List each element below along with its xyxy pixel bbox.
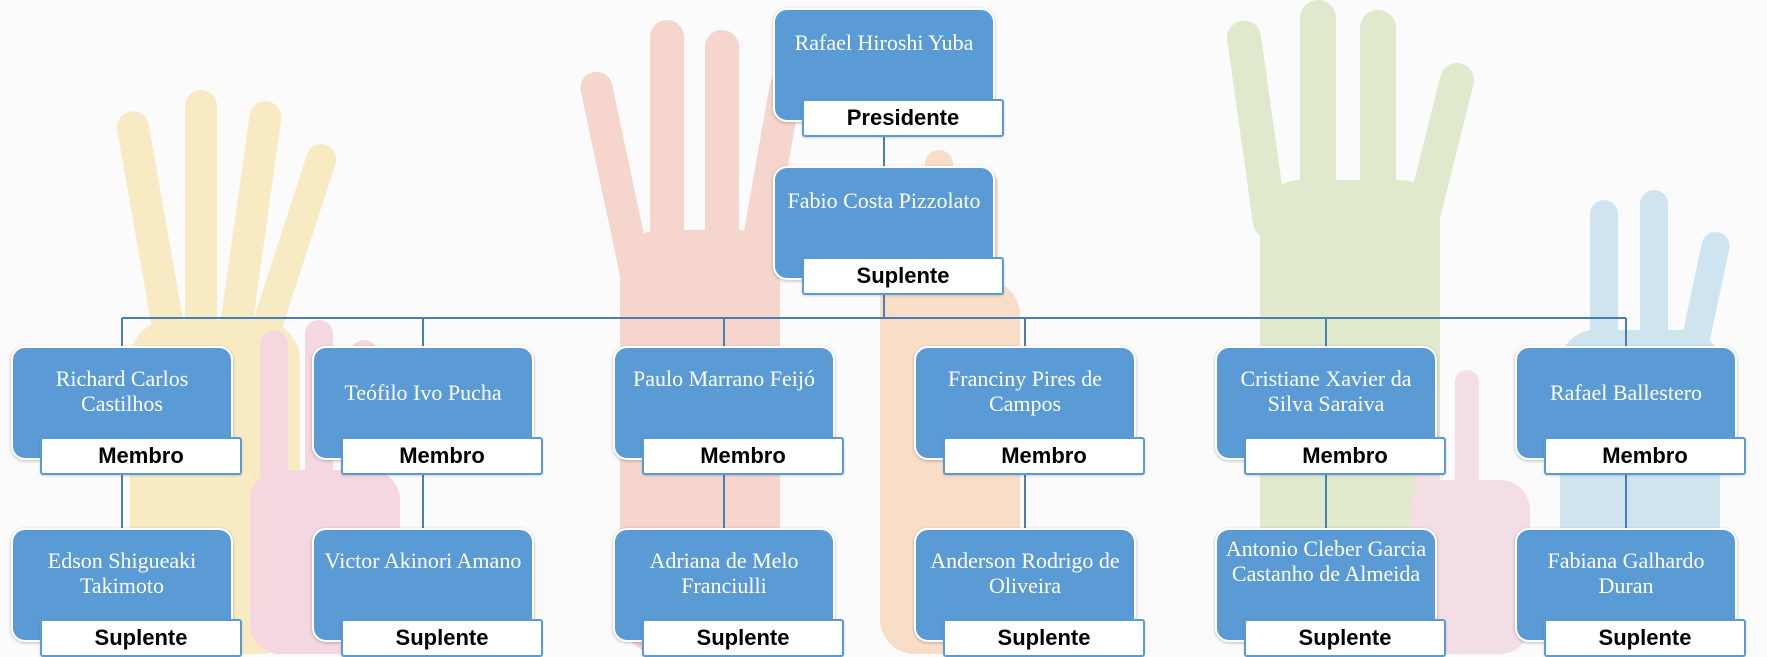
role-label: Suplente [943,619,1145,657]
role-label: Membro [40,437,242,475]
role-label: Suplente [1244,619,1446,657]
role-label: Suplente [40,619,242,657]
person-name: Adriana de Melo Franciulli [649,548,799,598]
person-name: Paulo Marrano Feijó [632,366,816,391]
role-label: Suplente [642,619,844,657]
person-name: Victor Akinori Amano [324,548,522,573]
person-name: Cristiane Xavier da Silva Saraiva [1240,366,1412,416]
person-name: Fabiana Galhardo Duran [1547,548,1705,598]
role-label: Suplente [1544,619,1746,657]
person-name: Rafael Ballestero [1549,380,1703,405]
role-label: Membro [642,437,844,475]
role-label: Suplente [341,619,543,657]
person-name: Edson Shigueaki Takimoto [47,548,197,598]
person-name: Anderson Rodrigo de Oliveira [930,548,1120,598]
person-name: Fabio Costa Pizzolato [787,188,981,213]
person-name: Rafael Hiroshi Yuba [794,30,974,55]
role-label: Suplente [802,257,1004,295]
person-name: Franciny Pires de Campos [948,366,1102,416]
role-label: Membro [1244,437,1446,475]
role-label: Membro [341,437,543,475]
role-label: Presidente [802,99,1004,137]
person-name: Richard Carlos Castilhos [55,366,189,416]
role-label: Membro [1544,437,1746,475]
person-name: Teófilo Ivo Pucha [344,380,502,405]
role-label: Membro [943,437,1145,475]
person-name: Antonio Cleber Garcia Castanho de Almeid… [1225,536,1427,586]
